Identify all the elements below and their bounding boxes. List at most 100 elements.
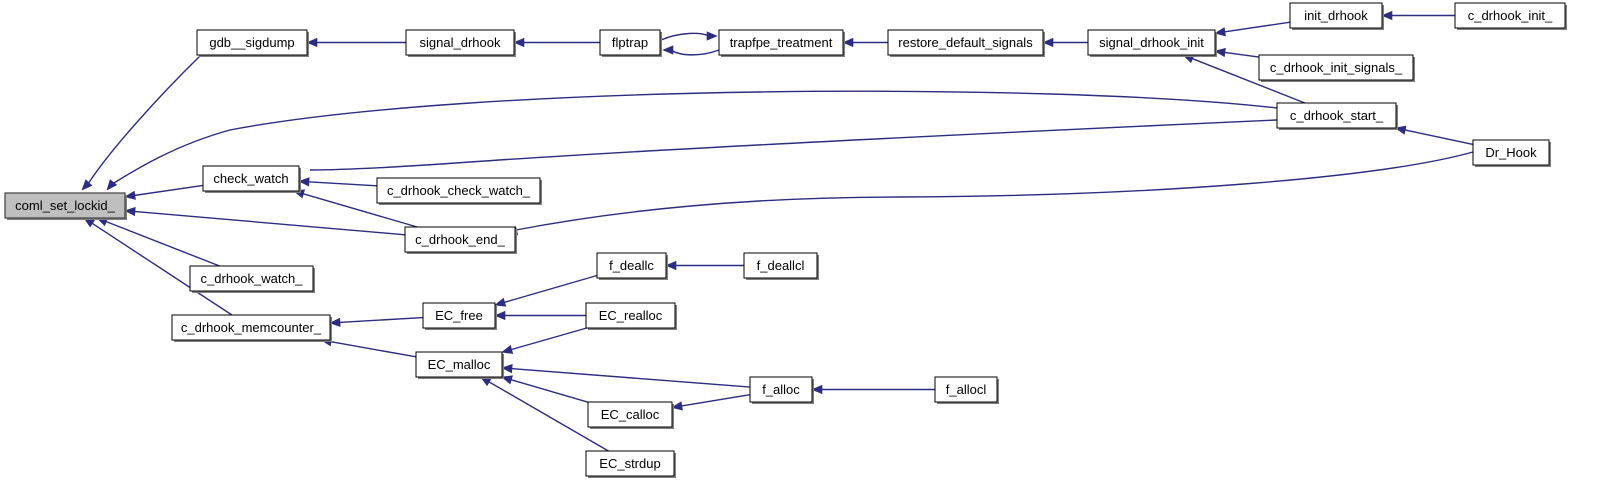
node-label: init_drhook xyxy=(1304,8,1368,23)
graph-edge xyxy=(811,384,935,395)
edge-arrowhead-icon xyxy=(298,177,310,187)
node-label: Dr_Hook xyxy=(1485,145,1537,160)
node-rect[interactable] xyxy=(415,351,503,378)
node-rect[interactable] xyxy=(743,252,818,279)
node-rect[interactable] xyxy=(171,314,331,341)
graph-node-trapfpe_treatment[interactable]: trapfpe_treatment xyxy=(718,29,845,57)
edge-arrowhead-icon xyxy=(811,384,823,395)
graph-node-c_drhook_start_[interactable]: c_drhook_start_ xyxy=(1276,102,1398,130)
edge-line xyxy=(680,393,751,407)
node-rect[interactable] xyxy=(749,376,813,403)
graph-edge xyxy=(96,217,220,267)
node-rect[interactable] xyxy=(1276,102,1397,129)
edge-arrowhead-icon xyxy=(501,375,513,385)
edges-layer xyxy=(81,10,1474,452)
node-rect[interactable] xyxy=(1289,2,1383,29)
edge-line xyxy=(1223,21,1291,33)
graph-node-gdb__sigdump[interactable]: gdb__sigdump xyxy=(196,29,309,57)
graph-node-signal_drhook[interactable]: signal_drhook xyxy=(405,29,516,57)
edge-line xyxy=(515,151,1474,231)
edge-line xyxy=(133,184,204,197)
node-rect[interactable] xyxy=(1454,2,1566,29)
node-label: c_drhook_check_watch_ xyxy=(387,183,531,198)
graph-node-c_drhook_watch_[interactable]: c_drhook_watch_ xyxy=(189,265,315,293)
graph-node-EC_malloc[interactable]: EC_malloc xyxy=(415,351,504,379)
graph-node-f_alloc[interactable]: f_alloc xyxy=(749,376,814,404)
edge-arrowhead-icon xyxy=(329,317,341,327)
node-rect[interactable] xyxy=(1472,139,1550,166)
node-rect[interactable] xyxy=(596,252,667,279)
edge-line xyxy=(307,181,378,187)
graph-node-EC_realloc[interactable]: EC_realloc xyxy=(585,302,677,330)
graph-node-f_deallcl[interactable]: f_deallcl xyxy=(743,252,819,280)
edge-arrowhead-icon xyxy=(706,31,718,41)
graph-node-init_drhook[interactable]: init_drhook xyxy=(1289,2,1384,30)
node-rect[interactable] xyxy=(404,226,516,253)
node-label: gdb__sigdump xyxy=(209,35,294,50)
graph-node-f_allocl[interactable]: f_allocl xyxy=(934,376,999,404)
node-rect[interactable] xyxy=(189,265,314,292)
node-label: c_drhook_init_ xyxy=(1468,8,1553,23)
graph-node-signal_drhook_init[interactable]: signal_drhook_init xyxy=(1087,29,1217,57)
graph-node-EC_strdup[interactable]: EC_strdup xyxy=(585,450,676,478)
edge-line xyxy=(309,119,1278,171)
node-rect[interactable] xyxy=(587,401,673,428)
node-rect[interactable] xyxy=(202,165,300,192)
node-rect[interactable] xyxy=(1087,29,1216,56)
edge-line xyxy=(1223,51,1260,58)
node-label: c_drhook_init_signals_ xyxy=(1270,60,1403,75)
node-rect[interactable] xyxy=(599,29,661,56)
edge-arrowhead-icon xyxy=(842,37,854,48)
edge-arrowhead-icon xyxy=(1394,125,1407,135)
node-rect[interactable] xyxy=(887,29,1044,56)
graph-node-f_deallc[interactable]: f_deallc xyxy=(596,252,668,280)
graph-edge xyxy=(671,393,751,411)
graph-edge xyxy=(501,327,587,354)
edge-arrowhead-icon xyxy=(494,310,506,321)
graph-node-coml_set_lockid_[interactable]: coml_set_lockid_ xyxy=(4,192,127,220)
node-label: flptrap xyxy=(612,35,648,50)
node-label: f_deallc xyxy=(609,258,654,273)
edge-arrowhead-icon xyxy=(124,190,136,200)
graph-edge xyxy=(513,37,600,48)
graph-node-c_drhook_init_signals_[interactable]: c_drhook_init_signals_ xyxy=(1258,54,1415,82)
graph-edge xyxy=(1381,10,1455,21)
node-label: trapfpe_treatment xyxy=(730,35,833,50)
graph-node-restore_default_signals[interactable]: restore_default_signals xyxy=(887,29,1045,57)
edge-arrowhead-icon xyxy=(1381,10,1393,21)
graph-edge xyxy=(665,260,744,271)
node-rect[interactable] xyxy=(422,302,496,329)
node-rect[interactable] xyxy=(585,450,675,477)
graph-edge xyxy=(501,375,589,403)
graph-node-EC_calloc[interactable]: EC_calloc xyxy=(587,401,674,429)
graph-node-EC_free[interactable]: EC_free xyxy=(422,302,497,330)
node-label: EC_free xyxy=(435,308,483,323)
node-label: EC_calloc xyxy=(601,407,660,422)
node-rect[interactable] xyxy=(718,29,844,56)
edge-line xyxy=(302,192,418,228)
graph-node-c_drhook_end_[interactable]: c_drhook_end_ xyxy=(404,226,517,254)
node-rect[interactable] xyxy=(1258,54,1414,81)
graph-edge xyxy=(320,337,417,358)
graph-node-c_drhook_init_[interactable]: c_drhook_init_ xyxy=(1454,2,1567,30)
node-rect[interactable] xyxy=(934,376,998,403)
node-rect[interactable] xyxy=(196,29,308,56)
node-rect[interactable] xyxy=(405,29,515,56)
edge-arrowhead-icon xyxy=(662,45,674,55)
node-label: c_drhook_end_ xyxy=(415,232,505,247)
node-label: signal_drhook_init xyxy=(1099,35,1204,50)
node-rect[interactable] xyxy=(4,192,126,219)
edge-line xyxy=(1191,57,1306,104)
graph-node-c_drhook_memcounter_[interactable]: c_drhook_memcounter_ xyxy=(171,314,332,342)
edge-arrowhead-icon xyxy=(306,37,318,48)
graph-node-c_drhook_check_watch_[interactable]: c_drhook_check_watch_ xyxy=(376,177,542,205)
graph-node-Dr_Hook[interactable]: Dr_Hook xyxy=(1472,139,1551,167)
graph-node-flptrap[interactable]: flptrap xyxy=(599,29,662,57)
node-rect[interactable] xyxy=(585,302,676,329)
node-rect[interactable] xyxy=(376,177,541,204)
graph-edge xyxy=(1042,37,1088,48)
graph-node-check_watch[interactable]: check_watch xyxy=(202,165,301,193)
graph-edge xyxy=(329,316,424,327)
